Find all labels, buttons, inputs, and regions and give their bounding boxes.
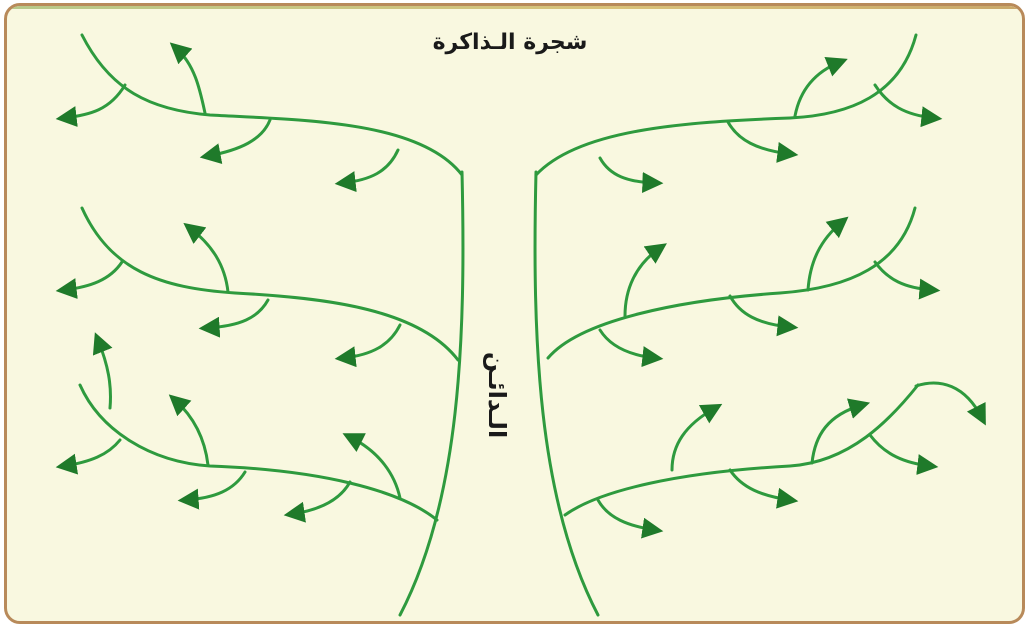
- twig-arrow: [728, 122, 790, 154]
- twig-arrow: [343, 150, 398, 183]
- diagram-title: شجرة الـذاكرة: [380, 30, 640, 55]
- branch-left-middle: [82, 208, 458, 360]
- branch-left-top: [82, 35, 462, 175]
- twig-arrow: [98, 340, 111, 408]
- trunk-right-line: [535, 172, 598, 615]
- twig-arrow: [292, 482, 350, 514]
- branch-left-lower: [80, 385, 437, 520]
- twig-arrow: [208, 120, 270, 156]
- twig-arrow: [730, 470, 790, 500]
- branch-right-lower: [565, 385, 918, 515]
- twig-arrow: [795, 62, 840, 116]
- twig-arrow: [625, 248, 660, 316]
- twig-arrow: [343, 325, 400, 358]
- twig-arrow: [598, 500, 655, 530]
- twig-arrow: [64, 440, 120, 466]
- twig-arrow: [870, 435, 930, 466]
- trunk-label: الـدائـن: [483, 352, 511, 438]
- twig-arrow: [64, 262, 122, 290]
- twig-arrow: [808, 222, 842, 290]
- twig-arrow: [600, 330, 655, 358]
- twig-arrow: [600, 158, 655, 183]
- twig-arrow: [175, 400, 208, 465]
- twig-arrow: [672, 408, 715, 470]
- twig-arrow: [730, 296, 790, 327]
- twig-arrow: [186, 472, 245, 500]
- twig-arrow: [207, 300, 268, 328]
- trunk-left-line: [400, 172, 463, 615]
- twig-arrow: [916, 383, 982, 418]
- twig-arrow: [64, 85, 125, 118]
- branch-right-top: [536, 35, 916, 175]
- twig-arrow: [875, 85, 934, 118]
- twig-arrow: [875, 262, 932, 290]
- twig-arrow: [190, 228, 228, 292]
- twig-arrow: [176, 48, 205, 113]
